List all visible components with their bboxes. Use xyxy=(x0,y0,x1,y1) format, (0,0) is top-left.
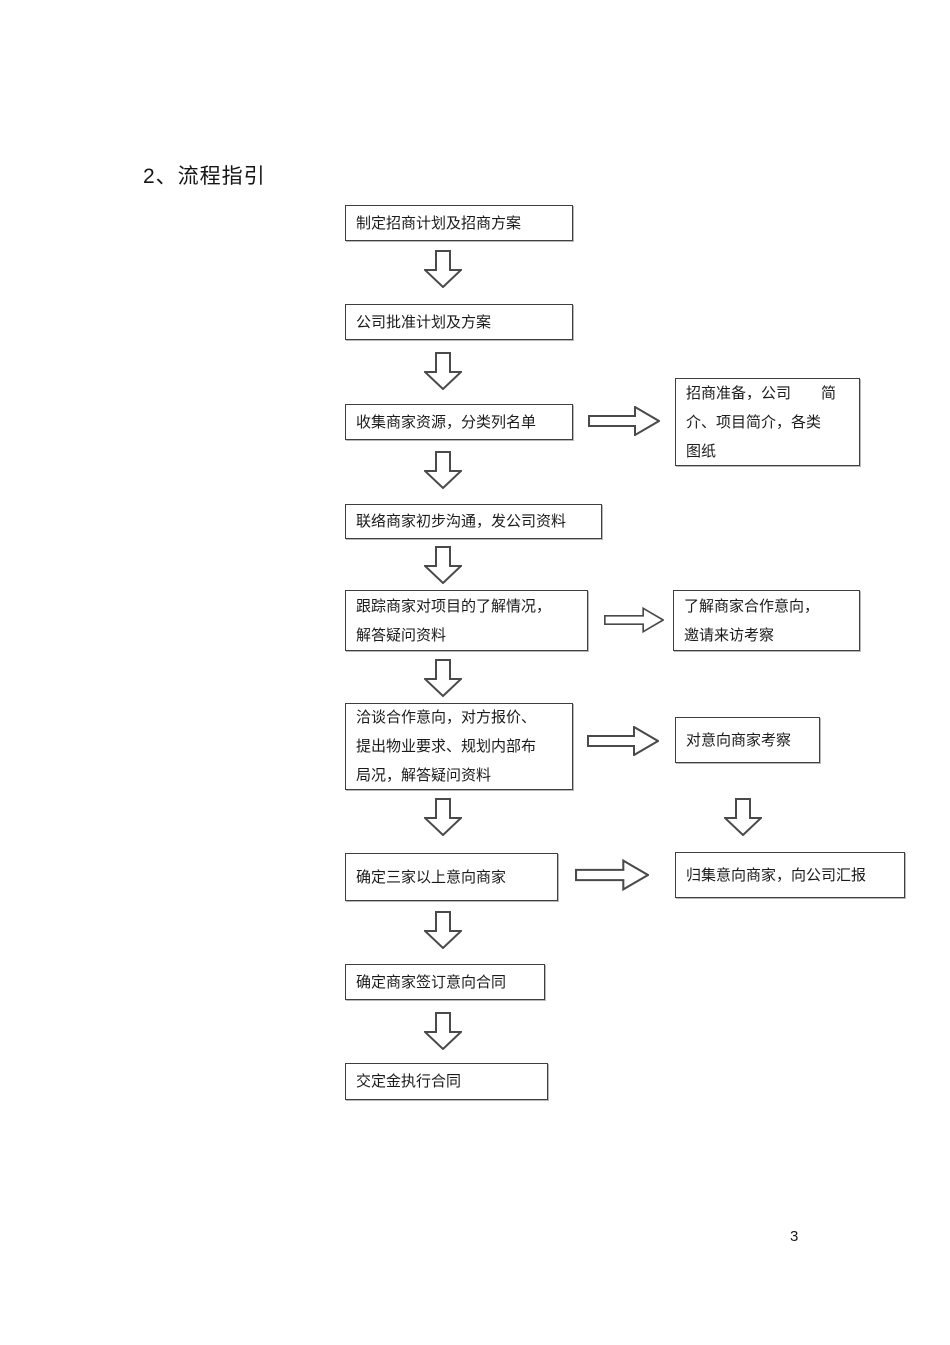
flow-step-label: 确定商家签订意向合同 xyxy=(356,973,507,991)
flow-step-collect-merchants: 收集商家资源，分类列名单 xyxy=(345,404,573,440)
flow-step-company-approval: 公司批准计划及方案 xyxy=(345,304,573,340)
flow-step-label: 了解商家合作意向， 邀请来访考察 xyxy=(684,597,820,644)
right-arrow-icon xyxy=(587,726,659,756)
flow-step-label: 制定招商计划及招商方案 xyxy=(356,214,522,232)
down-arrow-icon xyxy=(424,451,462,489)
flow-step-label: 归集意向商家，向公司汇报 xyxy=(686,866,867,884)
flow-step-label: 交定金执行合同 xyxy=(356,1073,462,1090)
side-step-inspect-merchants: 对意向商家考察 xyxy=(675,717,820,763)
flow-step-label: 公司批准计划及方案 xyxy=(356,313,492,331)
right-arrow-icon xyxy=(604,606,664,634)
down-arrow-icon xyxy=(424,911,462,949)
right-arrow-icon xyxy=(575,859,649,891)
section-heading: 2、流程指引 xyxy=(143,165,266,188)
side-step-understand-intent: 了解商家合作意向， 邀请来访考察 xyxy=(673,590,860,651)
flow-step-label: 招商准备，公司 简 介、项目简介，各类 图纸 xyxy=(686,384,837,460)
flow-step-label: 对意向商家考察 xyxy=(686,731,792,749)
flow-step-negotiate: 洽谈合作意向，对方报价、 提出物业要求、规划内部布 局况，解答疑问资料 xyxy=(345,703,573,790)
side-step-preparation-materials: 招商准备，公司 简 介、项目简介，各类 图纸 xyxy=(675,378,860,466)
side-step-report-to-company: 归集意向商家，向公司汇报 xyxy=(675,852,905,898)
down-arrow-icon xyxy=(724,798,762,836)
flow-step-label: 联络商家初步沟通，发公司资料 xyxy=(356,513,567,530)
flow-step-label: 收集商家资源，分类列名单 xyxy=(356,413,537,431)
flow-step-sign-intent-contract: 确定商家签订意向合同 xyxy=(345,964,545,1000)
flow-step-confirm-three-merchants: 确定三家以上意向商家 xyxy=(345,853,558,901)
flow-step-label: 跟踪商家对项目的了解情况， 解答疑问资料 xyxy=(356,597,552,644)
flow-step-label: 洽谈合作意向，对方报价、 提出物业要求、规划内部布 局况，解答疑问资料 xyxy=(356,709,537,784)
flow-step-label: 确定三家以上意向商家 xyxy=(356,868,507,886)
right-arrow-icon xyxy=(588,406,660,436)
flow-step-contact-merchants: 联络商家初步沟通，发公司资料 xyxy=(345,504,602,539)
down-arrow-icon xyxy=(424,659,462,697)
down-arrow-icon xyxy=(424,1012,462,1050)
flow-step-track-merchants: 跟踪商家对项目的了解情况， 解答疑问资料 xyxy=(345,590,588,651)
flow-step-deposit-execute-contract: 交定金执行合同 xyxy=(345,1063,548,1100)
down-arrow-icon xyxy=(424,352,462,390)
page-number: 3 xyxy=(790,1228,799,1245)
down-arrow-icon xyxy=(424,250,462,288)
down-arrow-icon xyxy=(424,798,462,836)
down-arrow-icon xyxy=(424,546,462,584)
flow-step-create-plan: 制定招商计划及招商方案 xyxy=(345,205,573,241)
